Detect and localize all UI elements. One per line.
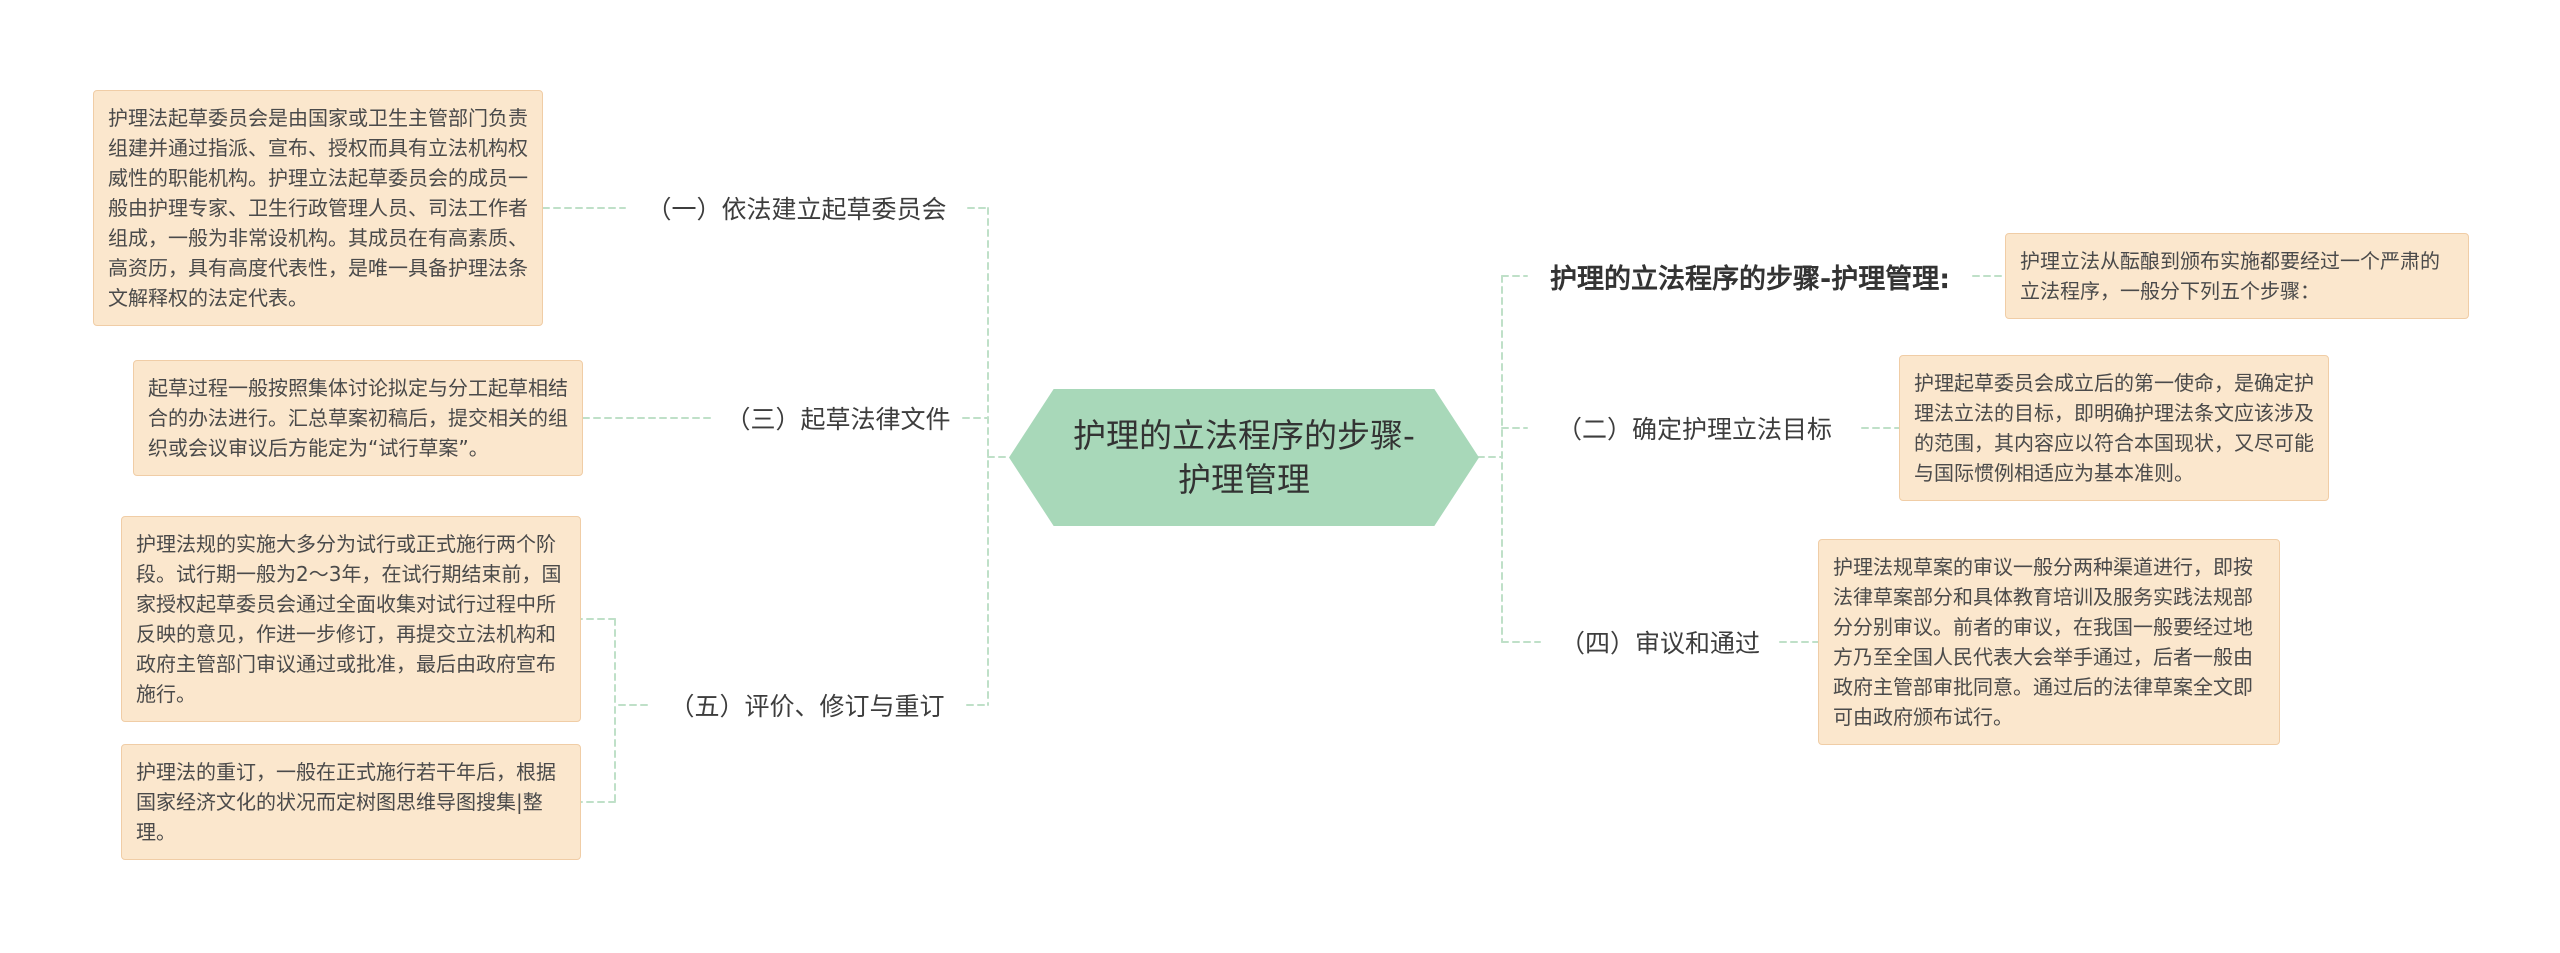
branch-label-5-evaluate-revise: （五）评价、修订与重订: [669, 692, 945, 721]
note-box-revision: 护理法的重订，一般在正式施行若干年后，根据国家经济文化的状况而定树图思维导图搜集…: [121, 744, 581, 860]
branch-label-procedure-heading: 护理的立法程序的步骤-护理管理:: [1549, 263, 1950, 295]
note-box-legislation-goal: 护理起草委员会成立后的第一使命，是确定护理法立法的目标，即明确护理法条文应该涉及…: [1899, 355, 2329, 501]
note-box-trial-implementation: 护理法规的实施大多分为试行或正式施行两个阶段。试行期一般为2～3年，在试行期结束…: [121, 516, 581, 722]
note-box-draft-documents: 起草过程一般按照集体讨论拟定与分工起草相结合的办法进行。汇总草案初稿后，提交相关…: [133, 360, 583, 476]
branch-label-4-review-approve: （四）审议和通过: [1559, 629, 1760, 658]
note-box-review-channels: 护理法规草案的审议一般分两种渠道进行，即按法律草案部分和具体教育培训及服务实践法…: [1818, 539, 2280, 745]
note-box-establish-committee: 护理法起草委员会是由国家或卫生主管部门负责组建并通过指派、宣布、授权而具有立法机…: [93, 90, 543, 326]
note-box-five-steps: 护理立法从酝酿到颁布实施都要经过一个严肃的立法程序，一般分下列五个步骤：: [2005, 233, 2469, 319]
branch-label-1-establish-committee: （一）依法建立起草委员会: [646, 195, 947, 224]
root-node: 护理的立法程序的步骤-护理管理: [1009, 389, 1479, 526]
branch-label-3-draft-documents: （三）起草法律文件: [725, 405, 951, 434]
branch-label-2-determine-goal: （二）确定护理立法目标: [1556, 415, 1832, 444]
